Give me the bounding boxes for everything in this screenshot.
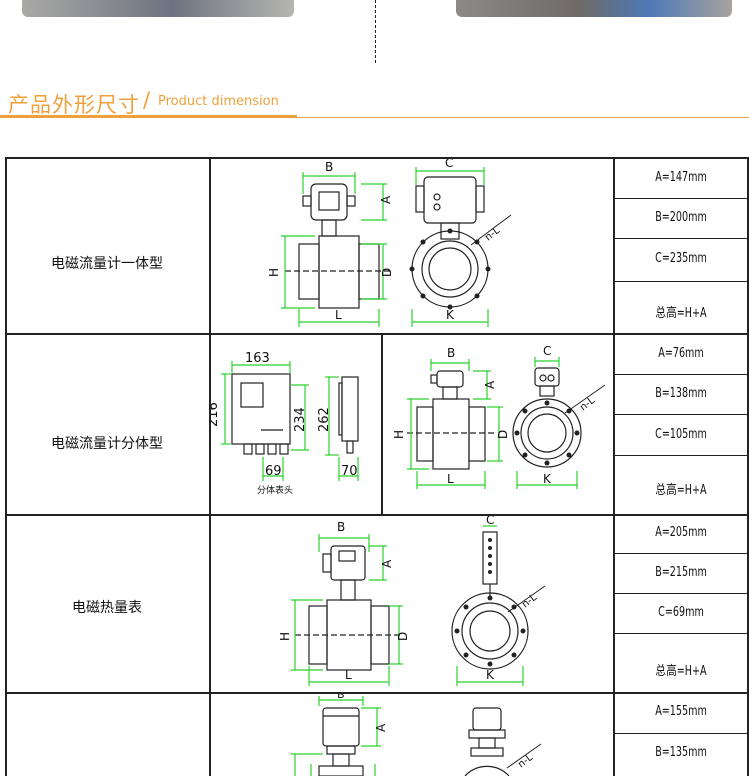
dim-label-d: D bbox=[380, 268, 394, 277]
section-underline-bar bbox=[0, 115, 297, 118]
dim-label-nl: n-L bbox=[516, 752, 535, 770]
value-divider bbox=[613, 281, 749, 282]
value-total-height: 总高=H+A bbox=[655, 306, 707, 321]
dashed-divider bbox=[375, 0, 376, 63]
row-divider bbox=[5, 692, 749, 694]
value-divider bbox=[613, 733, 749, 734]
value-total-height: 总高=H+A bbox=[655, 664, 707, 679]
value-divider bbox=[613, 633, 749, 634]
dim-label-l: L bbox=[335, 308, 342, 322]
dim-label-nl: n-L bbox=[578, 395, 597, 413]
table-border-right bbox=[747, 157, 749, 776]
section-title-slash: / bbox=[143, 88, 151, 112]
dim-label-d: D bbox=[396, 632, 410, 641]
value-divider bbox=[613, 553, 749, 554]
dim-label-c: C bbox=[445, 159, 453, 170]
dim-label-nl: n-L bbox=[520, 592, 539, 610]
table-border-top bbox=[5, 157, 749, 159]
dim-label-b: B bbox=[447, 346, 455, 360]
row-label-remote: 电磁流量计分体型 bbox=[51, 436, 163, 452]
value-b: B=138mm bbox=[655, 386, 707, 401]
remote-head-drawing: 163 216 234 262 69 70 分体表头 bbox=[211, 351, 359, 496]
value-divider bbox=[613, 414, 749, 415]
product-photo-right bbox=[456, 0, 732, 17]
dim-label-b: B bbox=[337, 694, 345, 701]
row-divider bbox=[5, 514, 749, 516]
value-divider bbox=[613, 238, 749, 239]
value-c: C=69mm bbox=[658, 605, 704, 620]
dim-label-nl: n-L bbox=[483, 225, 502, 243]
remote-head-caption: 分体表头 bbox=[257, 484, 293, 496]
value-divider bbox=[613, 455, 749, 456]
remote-dim-h1: 216 bbox=[211, 402, 221, 427]
value-divider bbox=[613, 374, 749, 375]
dim-label-a: A bbox=[483, 380, 497, 389]
dim-label-l: L bbox=[447, 472, 454, 486]
dim-label-k: K bbox=[446, 308, 455, 322]
section-title-en: Product dimension bbox=[158, 94, 279, 109]
dim-label-l: L bbox=[345, 668, 352, 682]
remote-dim-b1: 69 bbox=[265, 464, 282, 479]
dim-label-h: H bbox=[267, 268, 281, 277]
fourth-meter-drawing: B A n-L bbox=[291, 694, 542, 776]
value-total-height: 总高=H+A bbox=[655, 483, 707, 498]
value-c: C=105mm bbox=[655, 427, 707, 442]
row-label-integrated: 电磁流量计一体型 bbox=[51, 256, 163, 272]
value-divider bbox=[613, 198, 749, 199]
value-a: A=155mm bbox=[655, 704, 707, 719]
dim-label-h: H bbox=[392, 430, 406, 439]
dim-label-h: H bbox=[278, 632, 292, 641]
remote-sensor-drawing: B A C H D L K n-L bbox=[392, 344, 606, 489]
column-divider bbox=[209, 157, 211, 776]
section-title-cn: 产品外形尺寸 bbox=[8, 93, 140, 117]
value-a: A=205mm bbox=[655, 525, 707, 540]
remote-dim-b2: 70 bbox=[341, 464, 358, 479]
value-b: B=215mm bbox=[655, 565, 707, 580]
dim-label-b: B bbox=[337, 520, 345, 534]
value-divider bbox=[613, 593, 749, 594]
dim-label-b: B bbox=[325, 160, 333, 174]
value-a: A=147mm bbox=[655, 170, 707, 185]
product-photo-left bbox=[22, 0, 294, 17]
dim-label-a: A bbox=[379, 195, 393, 204]
dim-label-a: A bbox=[380, 559, 394, 568]
dim-label-c: C bbox=[543, 344, 551, 358]
table-border-left bbox=[5, 157, 7, 776]
row-divider bbox=[5, 333, 749, 335]
section-underline-line bbox=[297, 117, 749, 118]
dim-label-c: C bbox=[486, 516, 494, 527]
dim-label-k: K bbox=[543, 472, 552, 486]
dim-label-k: K bbox=[486, 668, 495, 682]
value-b: B=135mm bbox=[655, 745, 707, 760]
dim-label-a: A bbox=[374, 723, 388, 732]
column-divider bbox=[613, 157, 615, 776]
integrated-meter-drawing: B A C H D L K n-L bbox=[267, 159, 512, 327]
dim-label-d: D bbox=[496, 430, 510, 439]
dimension-table: 电磁流量计一体型 电磁流量计分体型 电磁热量表 A=147mm B=200mm … bbox=[5, 157, 749, 776]
remote-dim-h2: 234 bbox=[293, 407, 308, 432]
section-header: 产品外形尺寸 / Product dimension bbox=[0, 84, 749, 124]
remote-dim-h3: 262 bbox=[317, 407, 332, 432]
value-c: C=235mm bbox=[655, 251, 707, 266]
remote-dim-width: 163 bbox=[245, 351, 270, 366]
value-b: B=200mm bbox=[655, 210, 707, 225]
heat-meter-drawing: B A C H D L K n-L bbox=[278, 516, 546, 686]
row-label-heat-meter: 电磁热量表 bbox=[72, 600, 142, 616]
value-a: A=76mm bbox=[658, 346, 704, 361]
drawing-divider bbox=[381, 333, 383, 515]
